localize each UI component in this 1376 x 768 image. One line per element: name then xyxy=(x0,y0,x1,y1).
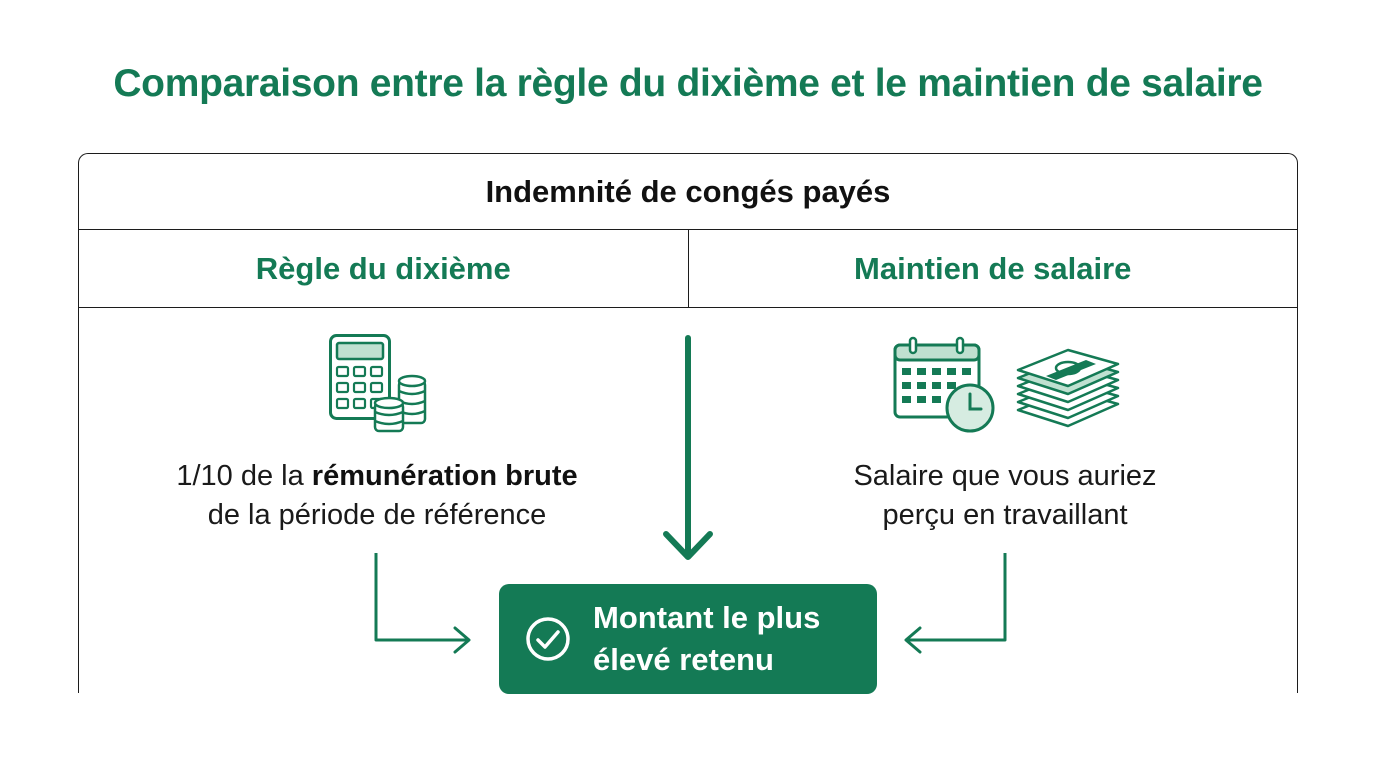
column-heading-dixieme: Règle du dixième xyxy=(79,230,689,307)
table-header: Indemnité de congés payés xyxy=(79,154,1297,230)
calendar-clock-icon xyxy=(893,336,995,433)
result-box: Montant le plus élevé retenu xyxy=(499,584,877,694)
maintien-description: Salaire que vous auriez perçu en travail… xyxy=(770,457,1240,535)
result-line1: Montant le plus xyxy=(593,600,821,635)
dixieme-description-line1: 1/10 de la rémunération brute xyxy=(176,460,578,492)
dixieme-description: 1/10 de la rémunération brute de la péri… xyxy=(128,457,626,535)
result-line2: élevé retenu xyxy=(593,642,774,677)
column-heading-maintien: Maintien de salaire xyxy=(854,250,1132,286)
coin-stack-icon xyxy=(373,374,427,433)
maintien-description-line1: Salaire que vous auriez xyxy=(853,460,1157,492)
check-circle-icon xyxy=(526,617,570,661)
result-label: Montant le plus élevé retenu xyxy=(593,597,863,681)
dixieme-description-line2: de la période de référence xyxy=(207,499,547,531)
column-headers: Règle du dixième Maintien de salaire xyxy=(79,230,1297,308)
money-stack-icon xyxy=(1016,348,1120,428)
page-title: Comparaison entre la règle du dixième et… xyxy=(113,62,1263,105)
calculator-icon xyxy=(329,334,391,420)
maintien-description-line2: perçu en travaillant xyxy=(882,499,1128,531)
comparison-table: Indemnité de congés payés Règle du dixiè… xyxy=(78,153,1298,693)
